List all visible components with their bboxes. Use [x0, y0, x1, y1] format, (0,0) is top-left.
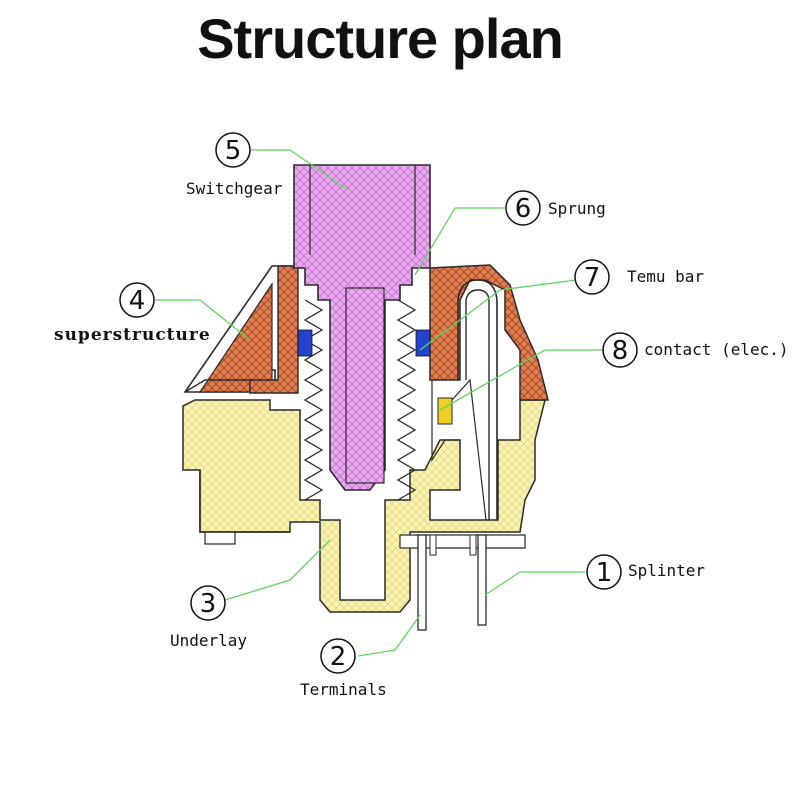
callout-2-label: Terminals: [300, 680, 387, 699]
callout-8-number: 8: [612, 336, 629, 366]
page-title: Structure plan: [197, 7, 564, 70]
callout-5-number: 5: [225, 136, 242, 166]
callout-1-number: 1: [596, 558, 613, 588]
callout-4-number: 4: [129, 286, 146, 316]
callout-1-circle: [586, 554, 622, 590]
callout-6-label: Sprung: [548, 199, 606, 218]
terminals: [417, 534, 487, 631]
callout-8-circle: [602, 332, 638, 368]
callout-8-label: contact (elec.): [644, 340, 789, 359]
callout-4-circle: [119, 282, 155, 318]
callout-6-circle: [505, 190, 541, 226]
callout-7-circle: [574, 259, 610, 295]
callout-5: 5 Switchgear: [186, 132, 283, 198]
callout-7-label: Temu bar: [627, 267, 704, 286]
callout-6: 6 Sprung: [505, 190, 606, 226]
callout-6-number: 6: [515, 194, 532, 224]
callout-8: 8 contact (elec.): [602, 332, 789, 368]
callout-2: 2 Terminals: [300, 638, 387, 699]
callout-7: 7 Temu bar: [574, 259, 704, 295]
callout-5-label: Switchgear: [186, 179, 283, 198]
callout-4: 4 superstructure: [54, 282, 211, 345]
callout-2-circle: [320, 638, 356, 674]
spring: [297, 299, 431, 501]
callout-3-number: 3: [200, 589, 217, 619]
callout-2-number: 2: [330, 642, 347, 672]
callout-1: 1 Splinter: [586, 554, 705, 590]
callout-3-circle: [190, 585, 226, 621]
switch-stem: [293, 164, 431, 491]
callout-7-number: 7: [584, 263, 601, 293]
upper-housing: [183, 264, 549, 401]
callout-3-label: Underlay: [170, 631, 247, 650]
callout-3: 3 Underlay: [170, 585, 247, 650]
callout-4-label: superstructure: [54, 325, 211, 345]
callout-1-label: Splinter: [628, 561, 705, 580]
callout-5-circle: [215, 132, 251, 168]
leader-lines: [155, 149, 603, 657]
